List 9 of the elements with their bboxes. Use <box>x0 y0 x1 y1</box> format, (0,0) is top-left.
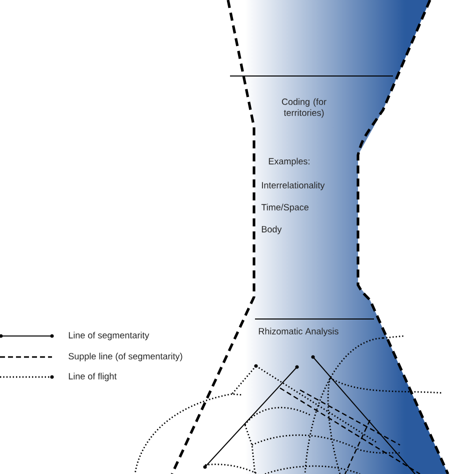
legend-label: Line of flight <box>68 372 117 382</box>
label-text: Examples: <box>268 158 310 166</box>
legend-label: Line of segmentarity <box>68 332 150 340</box>
label-text: Rhizomatic Analysis <box>258 328 338 336</box>
label-text: Time/Space <box>261 204 308 212</box>
label-text: Body <box>262 226 282 234</box>
legend-label: Supple line (of segmentarity) <box>68 352 182 362</box>
label-text: Interrelationality <box>262 182 325 190</box>
label-text: Coding (for territories) <box>282 98 326 118</box>
